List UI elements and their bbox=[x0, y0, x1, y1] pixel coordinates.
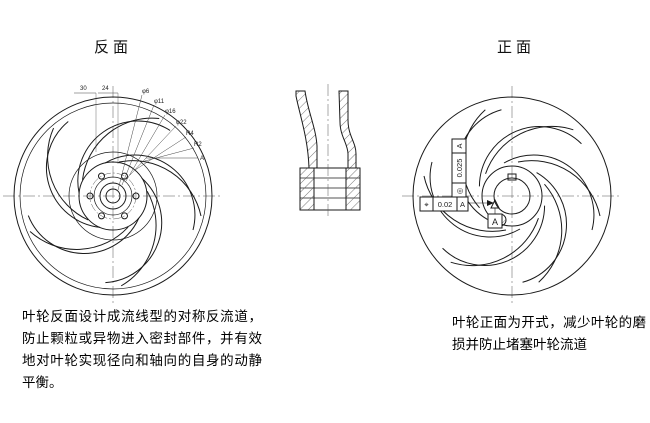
datum-flag-label: A bbox=[492, 217, 498, 227]
dimension-leaders bbox=[74, 92, 198, 191]
dim-label: φ11 bbox=[154, 99, 165, 105]
section-view bbox=[295, 84, 361, 216]
dim-label: φ22 bbox=[176, 120, 187, 126]
dim-label: 30 bbox=[80, 86, 87, 92]
gdt-vertical-frame: ◎ 0.025 A bbox=[451, 138, 494, 206]
dim-label: φ6 bbox=[142, 89, 150, 95]
gdt-horizontal-frame: ⌖ 0.02 A bbox=[419, 196, 469, 212]
dim-label: R4 bbox=[186, 131, 194, 137]
dimension-labels: 30 24 φ6 φ11 φ16 φ22 R4 R2 A bbox=[80, 86, 204, 162]
gdt-value: 0.02 bbox=[438, 200, 453, 209]
caption-front-view: 叶轮正面为开式，减少叶轮的磨损并防止堵塞叶轮流道 bbox=[452, 315, 646, 352]
gdt-symbol: ◎ bbox=[455, 187, 464, 194]
right-impeller-front-view: ◎ 0.025 A ⌖ 0.02 A bbox=[402, 86, 622, 306]
view-label-front: 正面 bbox=[497, 40, 536, 56]
dim-label: A bbox=[200, 156, 204, 162]
gdt-datum: A bbox=[460, 200, 465, 209]
left-impeller-back-view: 30 24 φ6 φ11 φ16 φ22 R4 R2 A bbox=[3, 86, 223, 306]
dim-label: R2 bbox=[194, 142, 202, 148]
gdt-datum: A bbox=[455, 143, 464, 148]
view-label-back: 反面 bbox=[94, 40, 133, 56]
dim-label: 24 bbox=[102, 86, 109, 92]
gdt-symbol: ⌖ bbox=[424, 200, 429, 209]
dim-label: φ16 bbox=[165, 109, 176, 115]
gdt-value: 0.025 bbox=[455, 159, 464, 178]
caption-back-view: 叶轮反面设计成流线型的对称反流道，防止颗粒或异物进入密封部件，并有效地对叶轮实现… bbox=[22, 309, 262, 390]
datum-flag: A bbox=[487, 198, 503, 229]
